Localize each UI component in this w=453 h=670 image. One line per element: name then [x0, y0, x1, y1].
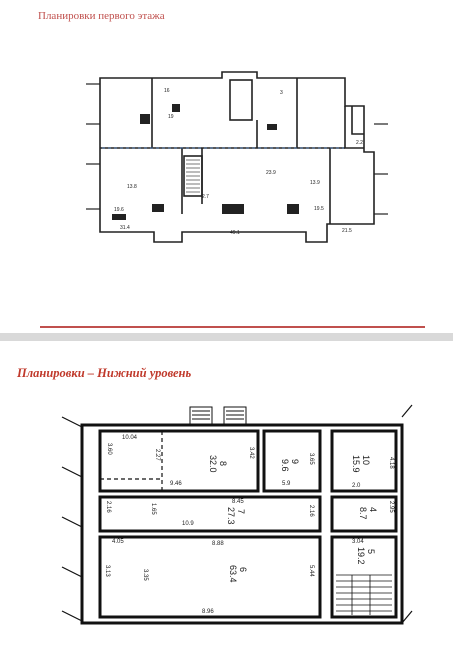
dimension-label: 4.18: [388, 457, 394, 469]
lower-level-title: Планировки – Нижний уровень: [17, 366, 192, 380]
dimension-label: 4.05: [112, 539, 124, 545]
room-9-area: 9.6: [280, 459, 290, 472]
room-9-number: 9: [290, 459, 300, 464]
dimension-label: 3.35: [142, 569, 148, 581]
dimension-label: 5.9: [282, 481, 291, 487]
room-6-area: 63.4: [228, 565, 238, 583]
first-floor-plan: 13.8 16 19 2.7 19.6 23.9 13.9 3 31.4 49.…: [82, 64, 394, 254]
room-label: 3: [280, 90, 283, 96]
dimension-label: 3.13: [104, 565, 110, 577]
room-8-number: 8: [218, 461, 228, 466]
dimension-label: 2.95: [388, 501, 394, 513]
room-10-area: 15.9: [351, 455, 361, 473]
room-label: 19.5: [314, 206, 324, 212]
room-label: 13.9: [310, 180, 320, 186]
room-label: 19.6: [114, 207, 124, 213]
dimension-label: 1.65: [150, 503, 156, 515]
slide-lower-level: Планировки – Нижний уровень: [0, 341, 453, 670]
dimension-label: 2.16: [308, 505, 314, 517]
first-floor-plan-drawing: 13.8 16 19 2.7 19.6 23.9 13.9 3 31.4 49.…: [86, 71, 388, 243]
slide-separator: [0, 333, 453, 341]
room-label: 31.4: [120, 225, 130, 231]
first-floor-title: Планировки первого этажа: [38, 10, 165, 22]
dimension-label: 10.04: [122, 435, 138, 441]
room-7-area: 27.3: [226, 507, 236, 525]
dimension-label: 2.0: [352, 483, 361, 489]
dimension-label: 10.9: [182, 521, 194, 527]
room-label: 13.8: [127, 184, 137, 190]
room-5-number: 5: [366, 549, 376, 554]
dimension-label: 5.44: [308, 565, 314, 577]
red-divider-line: [40, 326, 425, 328]
room-10-number: 10: [361, 455, 371, 465]
dimension-label: 3.60: [106, 443, 112, 455]
room-label: 16: [164, 88, 170, 94]
room-label: 19: [168, 114, 174, 120]
room-4-number: 4: [368, 507, 378, 512]
dimension-label: 3.04: [352, 539, 364, 545]
room-label: 49.1: [230, 230, 240, 236]
room-8-area: 32.0: [208, 455, 218, 473]
room-7-number: 7: [236, 509, 246, 514]
lower-level-plan: 8 32.0 9 9.6 10 15.9 7 27.3 4 8.7 6 63.4…: [52, 397, 414, 633]
dimension-label: 3.65: [308, 453, 314, 465]
room-label: 23.9: [266, 170, 276, 176]
room-5-area: 19.2: [356, 547, 366, 565]
room-4-area: 8.7: [358, 507, 368, 520]
lower-level-plan-drawing: 8 32.0 9 9.6 10 15.9 7 27.3 4 8.7 6 63.4…: [61, 404, 413, 625]
dimension-label: 3.42: [248, 447, 254, 459]
dimension-label: 8.45: [232, 499, 244, 505]
dimension-label: 2.27: [154, 449, 160, 461]
dimension-label: 2.16: [105, 501, 111, 513]
dimension-label: 8.88: [212, 541, 224, 547]
dimension-label: 9.46: [170, 481, 182, 487]
room-label: 2.7: [202, 194, 209, 200]
room-label: 2.2: [356, 140, 363, 146]
room-label: 21.5: [342, 228, 352, 234]
slide-first-floor: Планировки первого этажа: [0, 0, 453, 333]
room-6-number: 6: [238, 567, 248, 572]
dimension-label: 8.96: [202, 609, 214, 615]
